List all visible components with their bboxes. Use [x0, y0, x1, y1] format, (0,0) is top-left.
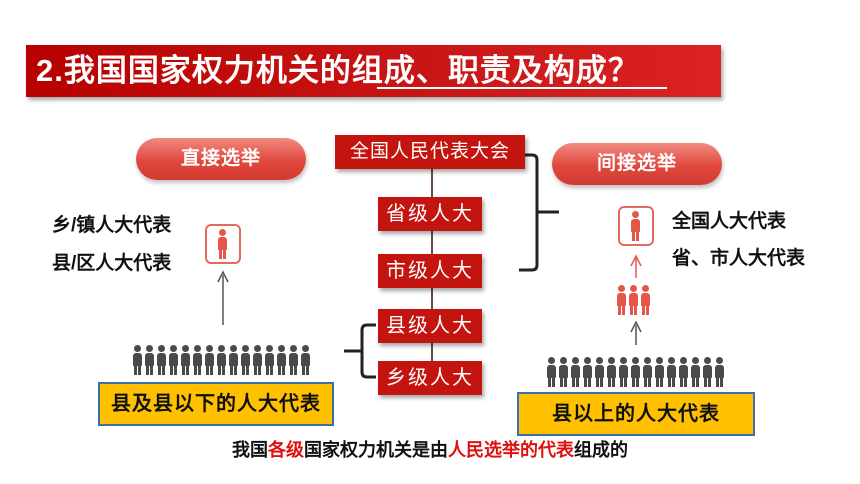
title-banner: 2.我国国家权力机关的组成、职责及构成？ — [26, 45, 721, 97]
crowd-person — [559, 357, 568, 387]
footer-suffix: 组成的 — [574, 440, 628, 460]
footer-middle: 国家权力机关是由 — [304, 440, 448, 460]
hierarchy-item-city: 市级人大 — [378, 254, 482, 288]
hierarchy-item-province: 省级人大 — [378, 197, 482, 231]
direct-rep-county: 县/区人大代表 — [52, 253, 172, 274]
crowd-person — [193, 345, 202, 375]
hierarchy-label: 省级人大 — [386, 203, 474, 225]
person-icon — [205, 224, 241, 264]
footer-highlight-reps: 人民选举的代表 — [448, 440, 574, 460]
indirect-rep-national: 全国人大代表 — [672, 211, 787, 232]
crowd-person — [583, 357, 592, 387]
crowd-person — [655, 357, 664, 387]
person-icon — [618, 206, 654, 246]
crowd-person — [289, 345, 298, 375]
crowd-person — [229, 345, 238, 375]
hierarchy-item-township: 乡级人大 — [378, 361, 482, 395]
hierarchy-label: 市级人大 — [386, 260, 474, 282]
crowd-person — [265, 345, 274, 375]
footer-prefix: 我国 — [232, 440, 268, 460]
indirect-scope-box: 县以上的人大代表 — [517, 392, 755, 436]
person-figure — [218, 229, 227, 259]
crowd-person — [253, 345, 262, 375]
crowd-person — [205, 345, 214, 375]
title-underline — [377, 87, 667, 89]
crowd-person — [145, 345, 154, 375]
crowd-person — [169, 345, 178, 375]
hierarchy-label: 县级人大 — [386, 315, 474, 337]
hierarchy-item-national: 全国人民代表大会 — [335, 135, 525, 169]
crowd-person — [595, 357, 604, 387]
crowd-person — [157, 345, 166, 375]
crowd-person — [715, 357, 724, 387]
direct-rep-township: 乡/镇人大代表 — [52, 215, 172, 236]
crowd-person — [631, 357, 640, 387]
crowd-icon — [133, 345, 313, 380]
crowd-person — [643, 357, 652, 387]
crowd-person — [277, 345, 286, 375]
crowd-person — [691, 357, 700, 387]
crowd-person — [607, 357, 616, 387]
direct-election-label: 直接选举 — [136, 138, 306, 180]
crowd-person — [301, 345, 310, 375]
hierarchy-label: 乡级人大 — [386, 367, 474, 389]
hierarchy-item-county: 县级人大 — [378, 309, 482, 343]
crowd-person — [181, 345, 190, 375]
crowd-person — [619, 357, 628, 387]
crowd-person — [679, 357, 688, 387]
direct-scope-box: 县及县以下的人大代表 — [98, 382, 334, 426]
footer-highlight-level: 各级 — [268, 440, 304, 460]
crowd-person — [547, 357, 556, 387]
crowd-person — [667, 357, 676, 387]
crowd-person — [703, 357, 712, 387]
person-figure — [631, 211, 640, 241]
crowd-icon — [547, 357, 727, 392]
indirect-election-label: 间接选举 — [552, 143, 722, 185]
hierarchy-label: 全国人民代表大会 — [349, 141, 510, 162]
crowd-person — [133, 345, 142, 375]
indirect-rep-provincial: 省、市人大代表 — [672, 248, 806, 269]
crowd-person — [571, 357, 580, 387]
crowd-person — [241, 345, 250, 375]
group-icon — [617, 285, 653, 320]
page-title: 2.我国国家权力机关的组成、职责及构成？ — [36, 53, 640, 88]
footer-statement: 我国各级国家权力机关是由人民选举的代表组成的 — [0, 436, 860, 462]
crowd-person — [217, 345, 226, 375]
